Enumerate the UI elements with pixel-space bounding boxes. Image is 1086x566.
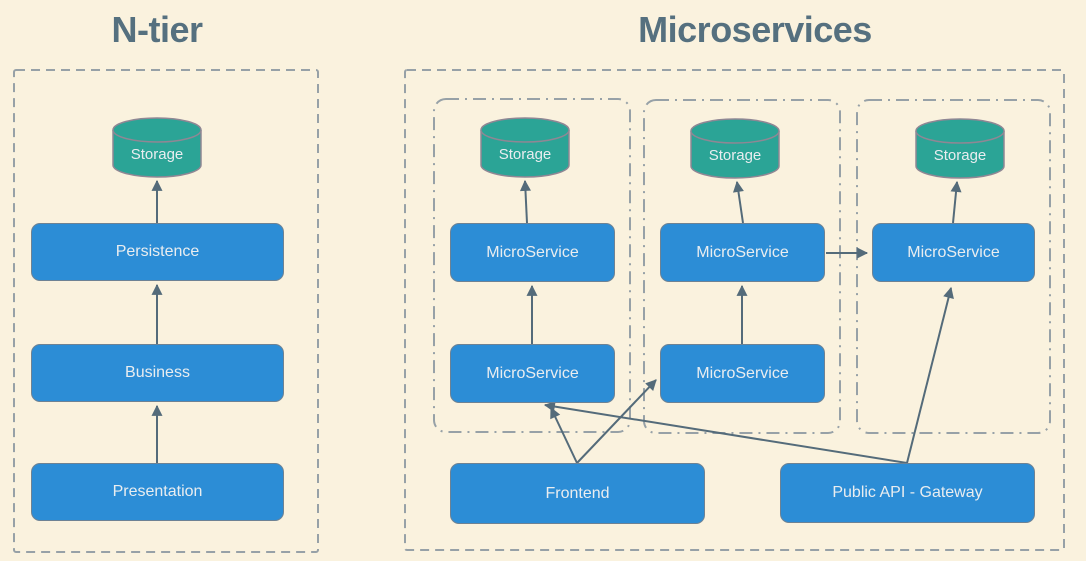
arrow-g2-service1-storage xyxy=(732,180,744,224)
g3-storage-cylinder: Storage xyxy=(914,117,1006,179)
arrow-gateway-g1-service2 xyxy=(543,401,908,464)
node-g2-microservice-lower: MicroService xyxy=(660,344,825,403)
service-group2-border xyxy=(643,99,841,434)
cylinder-shape xyxy=(915,118,1005,179)
arrow-gateway-g3-service xyxy=(906,286,954,464)
storage-label: Storage xyxy=(498,145,552,163)
ntier-storage-cylinder: Storage xyxy=(111,116,203,178)
cylinder-shape xyxy=(480,117,570,178)
arrow-g3-service-storage xyxy=(950,180,962,224)
cylinder-shape xyxy=(690,118,780,179)
service-group3-border xyxy=(856,99,1051,434)
node-business: Business xyxy=(31,344,284,402)
ntier-outer-border xyxy=(13,69,319,553)
node-g1-microservice-lower: MicroService xyxy=(450,344,615,403)
arrow-frontend-g2-service2 xyxy=(576,379,657,464)
arrow-g1-service1-storage xyxy=(519,179,531,224)
storage-label: Storage xyxy=(130,145,184,163)
arrow-frontend-g1-service2 xyxy=(550,407,578,464)
node-public-api-gateway: Public API - Gateway xyxy=(780,463,1035,523)
storage-label: Storage xyxy=(933,146,987,164)
ntier-title: N-tier xyxy=(111,9,203,50)
g2-storage-cylinder: Storage xyxy=(689,117,781,179)
node-g3-microservice: MicroService xyxy=(872,223,1035,282)
node-frontend: Frontend xyxy=(450,463,705,524)
node-persistence: Persistence xyxy=(31,223,284,281)
node-g1-microservice-upper: MicroService xyxy=(450,223,615,282)
bottom-margin xyxy=(0,561,1086,566)
node-g2-microservice-upper: MicroService xyxy=(660,223,825,282)
storage-label: Storage xyxy=(708,146,762,164)
cylinder-shape xyxy=(112,117,202,178)
service-group1-border xyxy=(433,98,631,433)
g1-storage-cylinder: Storage xyxy=(479,116,571,178)
node-presentation: Presentation xyxy=(31,463,284,521)
microservices-title: Microservices xyxy=(638,9,872,50)
microservices-outer-border xyxy=(404,69,1065,551)
